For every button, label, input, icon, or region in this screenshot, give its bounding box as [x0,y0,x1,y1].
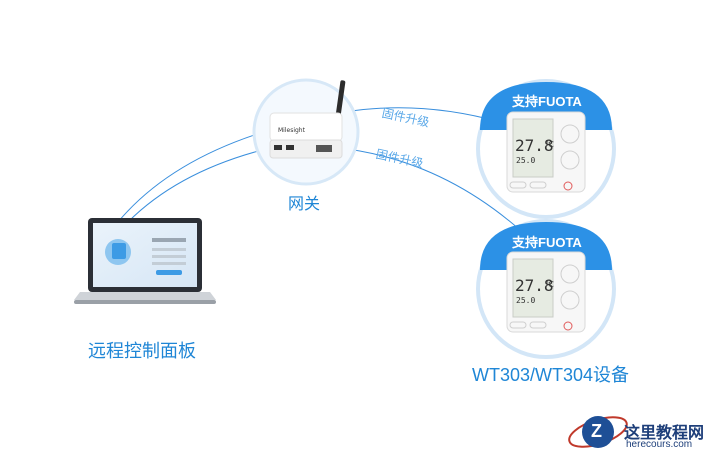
watermark-logo [568,416,628,448]
svg-text:Milesight: Milesight [278,127,306,134]
gateway-node: Milesight [252,78,360,186]
gateway-label: 网关 [288,196,321,213]
device-2-humidity: 25.0 [516,296,536,305]
device-node-1 [476,79,616,219]
device-1-temperature: 27.8 [515,136,554,155]
watermark-logo-letter: Z [591,421,602,441]
device-2-badge: 支持FUOTA [512,235,582,250]
device-2-unit: ℃ [545,280,554,289]
watermark-name: 这里教程网 [624,425,705,442]
laptop-icon [74,218,216,304]
device-group-label: WT303/WT304设备 [472,365,630,385]
link-laptop-to-gateway [117,129,271,223]
device-1-unit: ℃ [545,140,554,149]
device-1-humidity: 25.0 [516,156,536,165]
device-1-badge: 支持FUOTA [512,94,582,109]
device-2-temperature: 27.8 [515,276,554,295]
link-laptop-to-gateway-2 [127,147,271,223]
device-node-2 [476,219,616,359]
link-gateway-to-device-2 [339,147,521,231]
panel-label: 远程控制面板 [88,341,196,361]
watermark-url: herecours.com [626,439,693,450]
